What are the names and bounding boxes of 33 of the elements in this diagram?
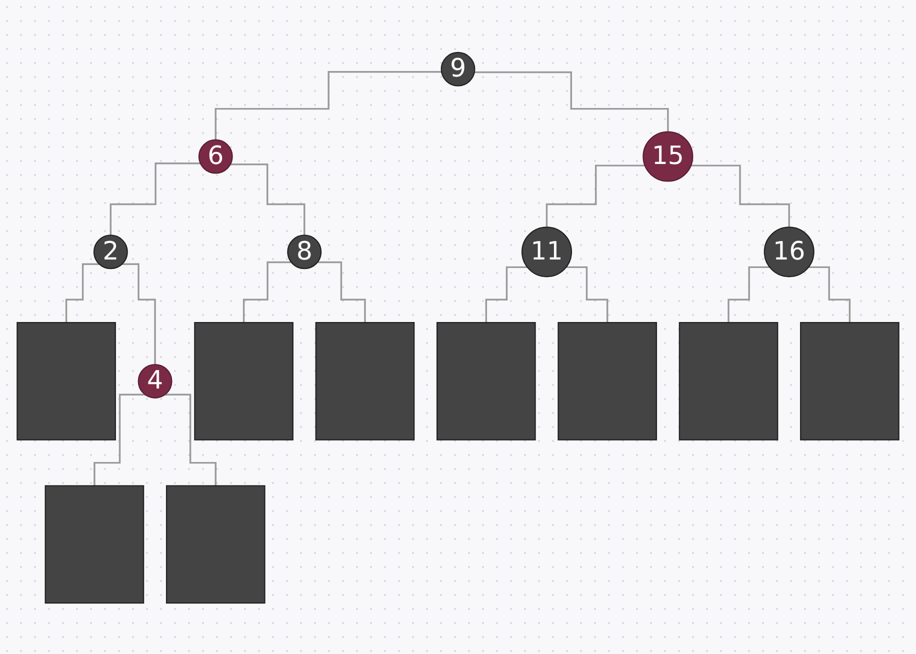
- connector: [690, 165, 790, 228]
- node-circle: 4: [138, 364, 172, 399]
- node-box: [436, 322, 536, 441]
- node-circle: 16: [764, 227, 814, 278]
- node-box: [44, 486, 144, 604]
- connector: [94, 394, 146, 488]
- connector: [474, 72, 669, 134]
- connector: [808, 266, 851, 324]
- connector: [164, 394, 216, 488]
- node-box: [194, 322, 294, 441]
- node-circle: 6: [198, 140, 233, 174]
- connector: [110, 162, 200, 236]
- node-box: [558, 322, 658, 441]
- node-box: [16, 322, 116, 441]
- connector: [566, 266, 608, 324]
- node-circle: 15: [642, 132, 694, 182]
- node-box: [315, 322, 415, 441]
- node-circle: 8: [287, 235, 322, 270]
- node-circle: 9: [440, 52, 476, 87]
- connector: [214, 71, 442, 142]
- connector: [230, 164, 306, 236]
- node-circle: 2: [93, 235, 128, 270]
- node-box: [166, 486, 266, 604]
- connector: [485, 266, 528, 324]
- connector: [546, 165, 645, 228]
- node-circle: 11: [521, 227, 572, 278]
- node-box: [800, 322, 900, 441]
- node-box: [678, 322, 778, 441]
- connector: [728, 266, 770, 324]
- connector: [242, 262, 292, 324]
- connector: [65, 264, 100, 324]
- connector: [122, 264, 156, 366]
- connector: [317, 262, 366, 324]
